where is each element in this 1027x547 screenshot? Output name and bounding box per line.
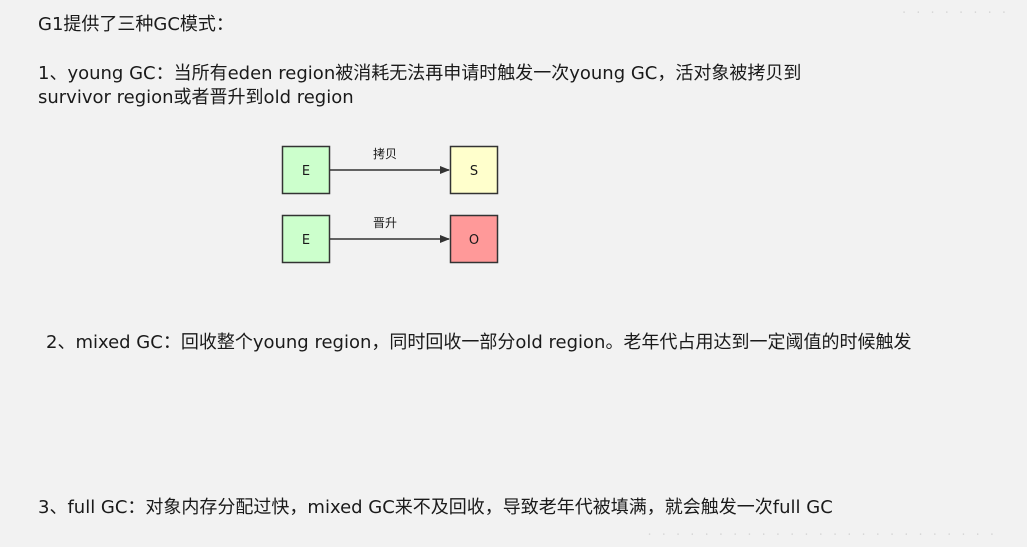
survivor-box-label: S <box>470 164 478 179</box>
young-gc-description-line1: 1、young GC：当所有eden region被消耗无法再申请时触发一次yo… <box>38 63 802 84</box>
old-box-label: O <box>469 233 479 248</box>
survivor-box <box>449 145 499 195</box>
young-gc-description-line2: survivor region或者晋升到old region <box>38 87 354 108</box>
copy-arrow-label: 拷贝 <box>373 146 397 161</box>
promote-arrow-label: 晋升 <box>373 216 397 230</box>
old-box <box>449 214 499 264</box>
full-gc-description: 3、full GC：对象内存分配过快，mixed GC来不及回收，导致老年代被填… <box>38 497 833 518</box>
heading: G1提供了三种GC模式： <box>38 14 234 35</box>
eden-box-2-label: E <box>302 233 310 248</box>
mixed-gc-description: 2、mixed GC：回收整个young region，同时回收一部分old r… <box>46 332 912 353</box>
watermark-bottom: · · · · · · · · · · · · · · · · · · · · … <box>647 528 997 543</box>
watermark-top: · · · · · · · · <box>902 6 1009 21</box>
eden-box-1 <box>281 145 331 195</box>
eden-box-2 <box>281 214 331 264</box>
eden-box-1-label: E <box>302 164 310 179</box>
